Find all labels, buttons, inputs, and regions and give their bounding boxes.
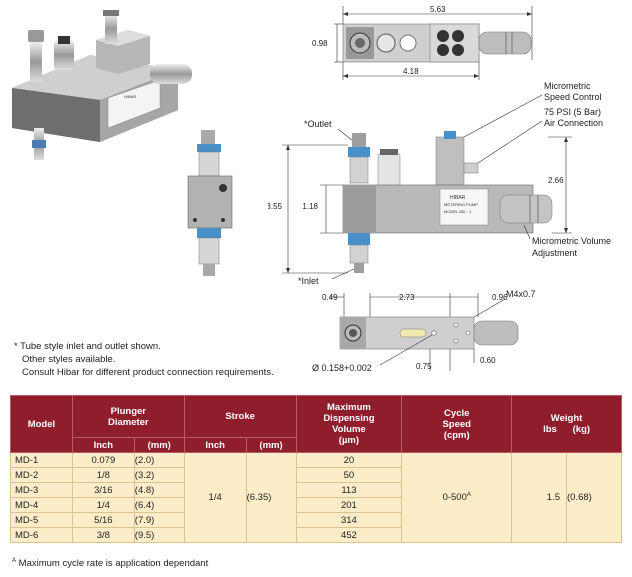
- row-inch: 3/16: [71, 482, 135, 498]
- hole-dia-label: Ø 0.158+0.002: [312, 363, 372, 373]
- bottom-left-dim: 0.49: [322, 293, 338, 302]
- row-mm: (4.8): [133, 482, 185, 498]
- header-weight-line-1: Weight: [550, 413, 583, 424]
- air-label-1: 75 PSI (5 Bar): [544, 107, 601, 117]
- header-stroke-mm: (mm): [245, 437, 297, 453]
- top-overall-dim: 5.63: [430, 5, 446, 14]
- header-volume-line-1: Maximum: [327, 402, 371, 413]
- top-view-drawing: 5.63 0.98 4.18: [312, 5, 533, 80]
- header-plunger-line-2: Diameter: [107, 416, 149, 428]
- body-height-dim: 1.18: [302, 202, 318, 211]
- header-cycle-line-2: Speed: [442, 418, 471, 430]
- note-line-2: Other styles available.: [22, 354, 116, 365]
- bottom-right-dim: 0.96: [492, 293, 508, 302]
- table-row: MD-3 3/16 (4.8) 113: [10, 482, 622, 498]
- row-mm: (3.2): [133, 467, 185, 483]
- footnote-text: Maximum cycle rate is application depend…: [18, 558, 209, 570]
- speed-control-label-2: Speed Control: [544, 92, 602, 102]
- row-volume: 113: [295, 482, 403, 498]
- row-model: MD-6: [10, 527, 73, 543]
- row-inch: 3/8: [71, 527, 135, 543]
- note-line-1: * Tube style inlet and outlet shown.: [14, 341, 161, 352]
- header-model: Model: [10, 395, 73, 453]
- header-weight-line-2: lbs (kg): [543, 424, 591, 435]
- header-plunger: Plunger Diameter: [71, 395, 185, 438]
- plate-text-3: MODEL MD - 1: [444, 209, 472, 214]
- hole-offset-dim: 0.60: [480, 356, 496, 365]
- row-mm: (7.9): [133, 512, 185, 528]
- header-volume-line-2: Dispensing: [323, 413, 375, 424]
- hole-spacing-dim: 0.75: [416, 362, 432, 371]
- plate-text-2: METERING PUMP: [444, 202, 478, 207]
- weight-kg-cell: (0.68): [566, 452, 622, 543]
- inlet-label: *Inlet: [298, 276, 319, 286]
- stroke-inch-cell: 1/4: [183, 452, 247, 543]
- cycle-speed-mark: A: [466, 491, 471, 498]
- right-height-dim: 2.66: [548, 176, 564, 185]
- speed-control-label-1: Micrometric: [544, 81, 591, 91]
- header-stroke: Stroke: [183, 395, 297, 438]
- header-plunger-inch: Inch: [71, 437, 135, 453]
- cycle-speed-value: 0-500: [442, 492, 467, 504]
- plate-text-1: HIBAR: [450, 195, 466, 201]
- spec-table: Model Plunger Diameter Stroke Maximum Di…: [10, 395, 622, 543]
- header-volume-line-4: (µm): [338, 435, 360, 446]
- row-volume: 314: [295, 512, 403, 528]
- total-height-dim: 3.55: [268, 202, 283, 211]
- cycle-speed-cell: 0-500A: [401, 452, 513, 543]
- table-row: MD-6 3/8 (9.5) 452: [10, 527, 622, 543]
- row-volume: 452: [295, 527, 403, 543]
- header-cycle: Cycle Speed (cpm): [401, 395, 513, 453]
- bottom-mid-dim: 2.73: [399, 293, 415, 302]
- volume-adjust-label-2: Adjustment: [532, 248, 578, 258]
- top-body-dim: 4.18: [403, 67, 419, 76]
- row-model: MD-1: [10, 452, 73, 468]
- row-model: MD-2: [10, 467, 73, 483]
- stroke-mm-cell: (6.35): [245, 452, 297, 543]
- thread-label: M4x0.7: [506, 289, 536, 299]
- pump-iso-illustration: HIBAR: [12, 10, 192, 160]
- header-plunger-mm: (mm): [133, 437, 185, 453]
- header-cycle-line-3: (cpm): [443, 429, 470, 441]
- volume-adjust-label-1: Micrometric Volume: [532, 236, 611, 246]
- row-mm: (6.4): [133, 497, 185, 513]
- outlet-label: *Outlet: [304, 119, 332, 129]
- air-label-2: Air Connection: [544, 118, 603, 128]
- row-inch: 5/16: [71, 512, 135, 528]
- end-view-drawing: [187, 130, 233, 276]
- table-row: MD-1 0.079 (2.0) 1/4 (6.35) 20 0-500A 1.…: [10, 452, 622, 543]
- header-volume-line-3: Volume: [332, 424, 366, 435]
- row-inch: 1/8: [71, 467, 135, 483]
- top-height-dim: 0.98: [312, 39, 328, 48]
- header-stroke-inch: Inch: [183, 437, 247, 453]
- header-weight: Weight lbs (kg): [511, 395, 622, 453]
- header-volume: Maximum Dispensing Volume (µm): [295, 395, 403, 453]
- row-volume: 20: [295, 452, 403, 468]
- row-inch: 1/4: [71, 497, 135, 513]
- iso-plate-text: HIBAR: [124, 94, 136, 99]
- row-mm: (9.5): [133, 527, 185, 543]
- row-volume: 201: [295, 497, 403, 513]
- row-inch: 0.079: [71, 452, 135, 468]
- footnote: A Maximum cycle rate is application depe…: [12, 558, 208, 569]
- header-cycle-line-1: Cycle: [444, 407, 470, 419]
- footnote-mark: A: [12, 558, 17, 564]
- header-plunger-line-1: Plunger: [110, 405, 146, 417]
- row-model: MD-5: [10, 512, 73, 528]
- row-mm: (2.0): [133, 452, 185, 468]
- row-model: MD-3: [10, 482, 73, 498]
- side-view-drawing: *Outlet Micrometric Speed Control 75 PSI…: [268, 81, 611, 286]
- bottom-view-drawing: 0.49 2.73 0.96 M4x0.7 Ø 0.158+0.002 0.75…: [312, 289, 536, 373]
- row-model: MD-4: [10, 497, 73, 513]
- table-row: MD-5 5/16 (7.9) 314: [10, 512, 622, 528]
- table-row: MD-4 1/4 (6.4) 201: [10, 497, 622, 513]
- weight-lbs-cell: 1.5: [511, 452, 567, 543]
- connection-notes: * Tube style inlet and outlet shown. Oth…: [14, 340, 274, 379]
- note-line-3: Consult Hibar for different product conn…: [22, 367, 274, 378]
- table-row: MD-2 1/8 (3.2) 50: [10, 467, 622, 483]
- row-volume: 50: [295, 467, 403, 483]
